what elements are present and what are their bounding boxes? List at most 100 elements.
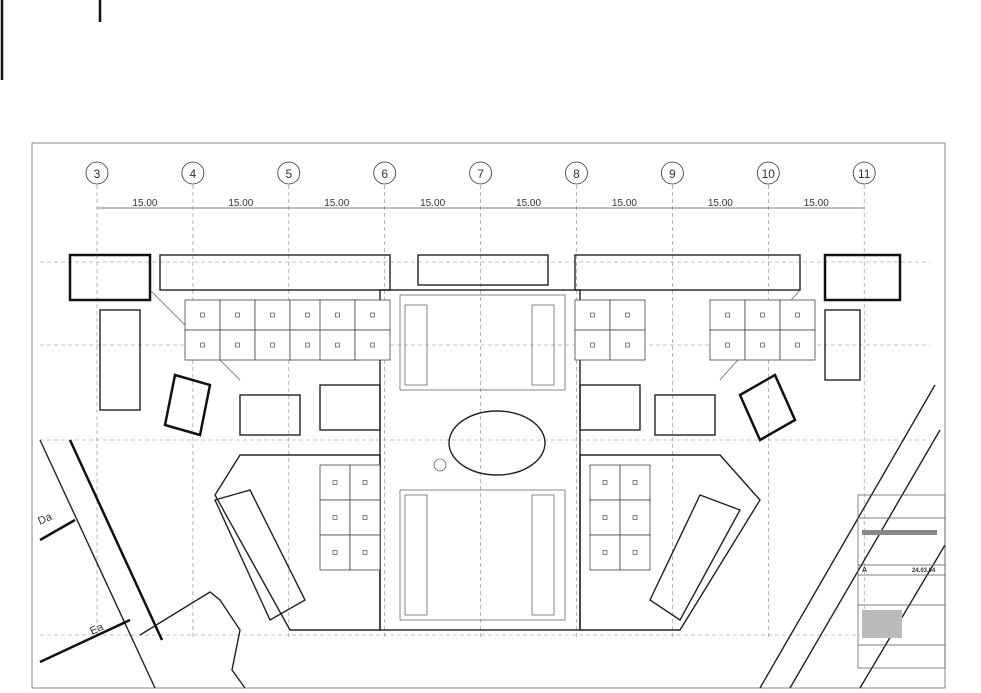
dimension-label: 15.00 — [516, 198, 541, 209]
office-room — [779, 329, 816, 361]
column-mark — [305, 312, 310, 318]
grid-axis-label: 3 — [94, 167, 101, 181]
grid-axis-label: 9 — [669, 167, 676, 181]
office-room — [289, 299, 326, 331]
office-rooms — [184, 299, 816, 571]
column-mark — [332, 480, 338, 485]
dimension-label: 15.00 — [804, 198, 829, 209]
courtyard-lower — [399, 489, 566, 621]
column-mark — [370, 312, 375, 318]
office-room — [709, 329, 746, 361]
office-room — [184, 329, 221, 361]
grid-axis-bubble — [85, 161, 109, 185]
office-room — [609, 299, 646, 331]
dimension-label: 15.00 — [420, 198, 445, 209]
office-room — [349, 464, 381, 501]
column-mark — [795, 312, 800, 318]
office-room — [744, 329, 781, 361]
column-mark — [235, 312, 240, 318]
stair-core-right — [823, 253, 902, 302]
scan-edge-marks — [0, 0, 102, 80]
column-mark — [235, 342, 240, 348]
title-block-revision: A — [862, 567, 867, 574]
dimension-labels: 15.00 15.00 15.00 15.00 15.00 15.00 15.00 15.00 — [132, 198, 829, 209]
office-room — [254, 299, 291, 331]
dimension-label: 15.00 — [228, 198, 253, 209]
office-room — [319, 329, 356, 361]
dimension-label: 15.00 — [708, 198, 733, 209]
column-mark — [760, 342, 765, 348]
dimension-label: 15.00 — [324, 198, 349, 209]
section-label-ea: Ea — [88, 621, 106, 638]
grid-axis-label: 4 — [190, 167, 197, 181]
column-mark — [632, 550, 638, 555]
office-room — [319, 499, 351, 536]
grid-axis-label: 5 — [285, 167, 292, 181]
office-room — [289, 329, 326, 361]
column-mark — [625, 312, 630, 318]
office-room — [574, 299, 611, 331]
office-room — [254, 329, 291, 361]
office-room — [619, 499, 651, 536]
grid-axis-label: 8 — [573, 167, 580, 181]
grid-axis-bubble — [661, 161, 684, 185]
sheet-frame — [31, 142, 946, 689]
column-mark — [270, 342, 275, 348]
column-mark — [602, 515, 608, 520]
grid-axis-bubble — [373, 161, 397, 185]
central-ellipse — [448, 410, 546, 476]
office-room — [219, 299, 256, 331]
column-mark — [632, 480, 638, 485]
column-mark — [725, 312, 730, 318]
section-label-da: Da — [36, 511, 55, 528]
dimension-label: 15.00 — [612, 198, 637, 209]
column-mark — [602, 550, 608, 555]
office-room — [589, 499, 621, 536]
grid-axis-bubble — [852, 161, 876, 185]
column-mark — [590, 342, 595, 348]
office-room — [589, 534, 621, 571]
column-mark — [362, 480, 368, 485]
column-mark — [332, 515, 338, 520]
column-mark — [200, 312, 205, 318]
office-room — [184, 299, 221, 331]
stair-core-angled-left — [163, 373, 212, 437]
building-outline — [68, 253, 902, 631]
column-mark — [362, 515, 368, 520]
section-labels: Da Ea — [36, 511, 106, 638]
office-room — [349, 534, 381, 571]
grid-axis-label: 6 — [381, 167, 388, 181]
title-block: A 24.03.04 — [857, 494, 946, 669]
office-room — [219, 329, 256, 361]
office-room — [319, 534, 351, 571]
office-room — [709, 299, 746, 331]
office-room — [319, 464, 351, 501]
column-mark — [200, 342, 205, 348]
column-mark — [370, 342, 375, 348]
office-room — [779, 299, 816, 331]
office-room — [354, 299, 391, 331]
column-mark — [602, 480, 608, 485]
grid-axis-bubble — [469, 161, 493, 185]
grid-axis-label: 7 — [477, 167, 484, 181]
column-mark — [332, 550, 338, 555]
column-mark — [362, 550, 368, 555]
column-mark — [335, 312, 340, 318]
column-mark — [305, 342, 310, 348]
office-room — [619, 534, 651, 571]
column-mark — [625, 342, 630, 348]
grid-axis-bubble — [277, 161, 301, 185]
column-mark — [632, 515, 638, 520]
office-room — [354, 329, 391, 361]
title-block-date: 24.03.04 — [912, 568, 936, 574]
column-mark — [270, 312, 275, 318]
stair-core-left — [68, 253, 152, 302]
column-mark — [590, 312, 595, 318]
dimension-label: 15.00 — [132, 198, 157, 209]
office-room — [609, 329, 646, 361]
grid-axis-label: 10 — [762, 167, 776, 181]
column-mark — [725, 342, 730, 348]
grid-axis-bubble — [756, 161, 780, 185]
